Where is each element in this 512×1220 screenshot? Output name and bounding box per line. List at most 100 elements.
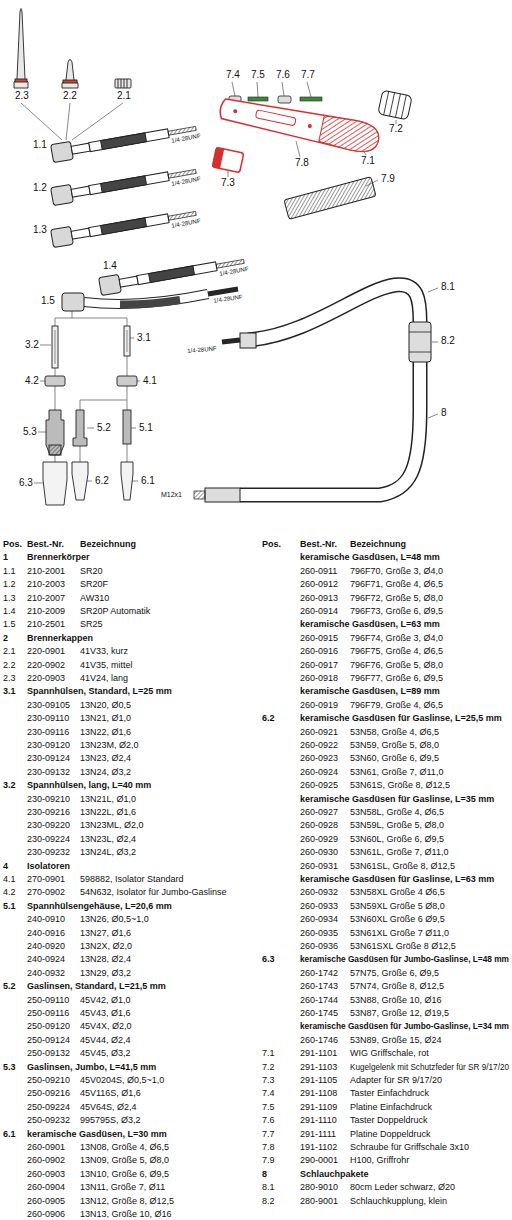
table-cell: 7.6 [262, 1116, 275, 1125]
callout-number: 1.4 [102, 261, 118, 271]
table-cell: keramische Gasdüsen für Gaslinse, L=25,5… [300, 714, 502, 723]
table-cell: 45V44, Ø2,4 [80, 1036, 131, 1045]
table-cell: 210-2007 [27, 594, 65, 603]
table-cell: 260-0936 [300, 942, 338, 951]
callout-number: 5.2 [96, 423, 112, 433]
table-cell: 280-9010 [300, 1183, 338, 1192]
table-cell: 796F71, Größe 4, Ø6,5 [350, 580, 443, 589]
table-cell: 45V45, Ø3,2 [80, 1049, 131, 1058]
table-cell: Brennerkappen [27, 634, 93, 643]
table-cell: 2.2 [3, 661, 16, 670]
table-cell: 250-09232 [27, 1116, 70, 1125]
table-cell: 220-0902 [27, 661, 65, 670]
callout-number: 2.2 [62, 91, 78, 101]
table-cell: Pos. [3, 540, 22, 549]
handle-parts [212, 90, 412, 219]
table-cell: 796F70, Größe 3, Ø4,0 [350, 567, 443, 576]
table-cell: 250-09224 [27, 1103, 70, 1112]
callout-number: 4.1 [142, 376, 158, 386]
table-cell: 53N61SXL Größe 8 Ø12,5 [350, 942, 456, 951]
table-cell: 240-0932 [27, 969, 65, 978]
table-cell: WIG Griffschale, rot [350, 1049, 429, 1058]
table-cell: 598882, Isolator Standard [80, 875, 184, 884]
callout-number: 6.3 [18, 478, 34, 488]
thread-label: 1/4-28UNF [170, 133, 202, 144]
table-cell: 260-0914 [300, 607, 338, 616]
table-cell: Adapter für SR 9/17/20 [350, 1076, 442, 1085]
table-cell: 291-1110 [300, 1116, 337, 1125]
table-cell: 260-0928 [300, 821, 338, 830]
thread-label: 1/4-28UNF [170, 176, 202, 187]
table-cell: 260-1745 [300, 1009, 338, 1018]
table-cell: 250-09120 [27, 1022, 70, 1031]
table-cell: SR20 [80, 567, 103, 576]
table-cell: 260-0933 [300, 902, 338, 911]
table-cell: 250-09132 [27, 1049, 70, 1058]
table-cell: Taster Doppeldruck [350, 1116, 428, 1125]
table-cell: 260-0931 [300, 862, 338, 871]
table-cell: 291-1111 [300, 1130, 336, 1139]
table-cell: 230-09216 [27, 808, 70, 817]
table-cell: 290-0001 [300, 1156, 338, 1165]
table-cell: 260-0923 [300, 754, 338, 763]
table-cell: 53N59, Größe 5, Ø8,0 [350, 741, 439, 750]
table-cell: 53N61SL, Größe 8, Ø12,5 [350, 862, 455, 871]
table-cell: 4 [3, 862, 8, 871]
table-cell: 260-1746 [300, 1036, 338, 1045]
table-cell: 13N28, Ø2,4 [80, 955, 131, 964]
table-cell: 53N88, Größe 10, Ø16 [350, 996, 442, 1005]
callout-number: 7.5 [250, 70, 266, 80]
table-cell: Bezeichnung [80, 540, 136, 549]
table-cell: 53N61L, Größe 7, Ø11,0 [350, 848, 448, 857]
table-cell: 260-0913 [300, 594, 338, 603]
table-cell: 8.1 [262, 1183, 275, 1192]
table-cell: 230-09105 [27, 701, 70, 710]
table-cell: 191-1102 [300, 1143, 337, 1152]
table-cell: 13N23ML, Ø2,0 [80, 821, 144, 830]
table-cell: 13N27, Ø1,6 [80, 929, 131, 938]
table-cell: 260-0934 [300, 915, 338, 924]
table-cell: 250-09210 [27, 1076, 70, 1085]
table-cell: 230-09220 [27, 821, 70, 830]
callout-number: 1.2 [32, 183, 48, 193]
callout-number: 2.1 [116, 91, 132, 101]
table-cell: 57N75, Größe 6, Ø9,5 [350, 969, 439, 978]
table-cell: 4.2 [3, 888, 16, 897]
table-cell: 1.5 [3, 620, 16, 629]
table-cell: SR20F [80, 580, 108, 589]
table-cell: 260-0932 [300, 888, 338, 897]
table-cell: 260-1743 [300, 982, 338, 991]
table-cell: 53N87, Größe 12, Ø19,5 [350, 1009, 449, 1018]
table-cell: 3.2 [3, 781, 16, 790]
table-cell: Kugelgelenk mit Schutzfeder für SR 9/17/… [350, 1063, 509, 1072]
table-cell: 53N58, Größe 4, Ø6,5 [350, 728, 439, 737]
table-cell: 7.5 [262, 1103, 275, 1112]
table-cell: 260-0901 [27, 1143, 65, 1152]
table-cell: 250-09110 [27, 996, 69, 1005]
table-cell: keramische Gasdüsen, L=30 mm [27, 1130, 167, 1139]
table-cell: Taster Einfachdruck [350, 1089, 429, 1098]
table-cell: 13N24L, Ø3,2 [80, 848, 136, 857]
thread-label: 1/4-28UNF [170, 218, 202, 229]
table-cell: 6.3 [262, 955, 275, 964]
callout-number: 7.4 [225, 70, 241, 80]
callout-number: 8.2 [440, 336, 456, 346]
table-cell: 13N10, Größe 6, Ø9,5 [80, 1170, 169, 1179]
table-cell: 53N61, Größe 7, Ø11,0 [350, 768, 443, 777]
table-cell: keramische Gasdüsen für Gaslinse, L=63 m… [300, 875, 494, 884]
table-cell: Schlauchkupplung, klein [350, 1197, 447, 1206]
table-cell: Bezeichnung [350, 540, 406, 549]
table-cell: 210-2003 [27, 580, 65, 589]
table-cell: Best.-Nr. [27, 540, 64, 549]
table-cell: 260-0915 [300, 634, 338, 643]
table-cell: 250-09124 [27, 1036, 70, 1045]
table-cell: 13N2X, Ø2,0 [80, 942, 132, 951]
table-cell: 1.2 [3, 580, 16, 589]
table-cell: 230-09116 [27, 728, 69, 737]
callout-number: 6.2 [94, 476, 110, 486]
table-cell: 260-0911 [300, 567, 337, 576]
table-cell: Brennerkörper [27, 553, 90, 562]
table-cell: 210-2009 [27, 607, 65, 616]
table-cell: 270-0901 [27, 875, 65, 884]
callout-number: 7.3 [220, 178, 236, 188]
